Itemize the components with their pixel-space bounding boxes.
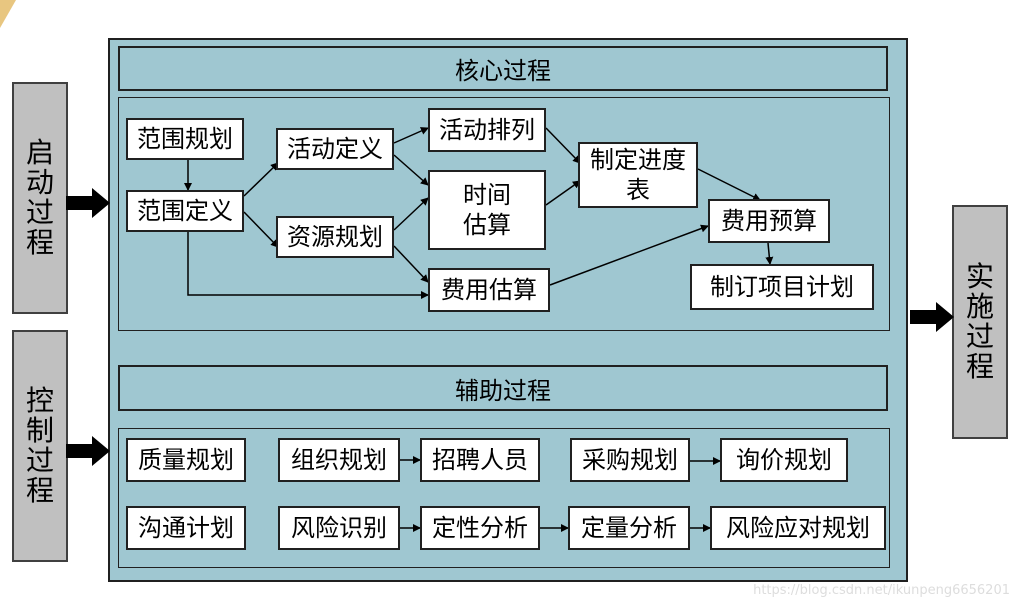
- node-project-plan: 制订项目计划: [690, 264, 874, 310]
- node-activity-sequencing-label: 活动排列: [439, 116, 535, 144]
- execute-process-label: 实施过程: [966, 260, 995, 383]
- arrow-sequencing-to-schedule: [545, 127, 581, 164]
- corner-decoration: [0, 0, 16, 28]
- arrow-scopedef-to-resource: [243, 211, 279, 248]
- node-communication-planning: 沟通计划: [126, 506, 246, 550]
- node-organization-planning-label: 组织规划: [291, 446, 387, 474]
- core-process-title: 核心过程: [455, 57, 551, 85]
- node-procurement-planning: 采购规划: [570, 438, 690, 482]
- arrow-time-to-schedule: [545, 180, 581, 206]
- node-scope-planning: 范围规划: [126, 118, 244, 160]
- arrow-resource-to-time: [393, 197, 429, 231]
- node-resource-planning: 资源规划: [276, 216, 394, 258]
- startup-block-arrow: [66, 188, 110, 218]
- arrow-activitydef-to-time: [393, 154, 429, 186]
- watermark-text: https://blog.csdn.net/ikunpeng6656201: [753, 583, 1010, 598]
- support-process-header: 辅助过程: [118, 365, 888, 411]
- node-quality-planning: 质量规划: [126, 438, 246, 482]
- node-scope-definition: 范围定义: [126, 190, 244, 232]
- node-schedule-line1: 制定进度: [590, 146, 686, 174]
- node-time-estimate-line2: 估算: [463, 211, 511, 239]
- node-time-estimate: 时间 估算: [428, 170, 546, 250]
- node-cost-budgeting: 费用预算: [708, 199, 830, 243]
- node-procurement-planning-label: 采购规划: [582, 446, 678, 474]
- node-scope-planning-label: 范围规划: [137, 125, 233, 153]
- node-project-plan-label: 制订项目计划: [710, 273, 854, 301]
- arrow-scopedef-to-activitydef: [243, 162, 279, 197]
- arrow-activitydef-to-sequencing: [393, 127, 429, 144]
- node-scope-definition-label: 范围定义: [137, 197, 233, 225]
- node-solicitation-planning-label: 询价规划: [736, 446, 832, 474]
- control-process-label: 控制过程: [26, 384, 55, 507]
- node-organization-planning: 组织规划: [278, 438, 400, 482]
- support-process-title: 辅助过程: [455, 376, 551, 405]
- node-qualitative-analysis-label: 定性分析: [432, 514, 528, 542]
- node-activity-sequencing: 活动排列: [428, 108, 546, 152]
- arrow-cost-to-budget: [549, 224, 709, 286]
- execute-process-box: 实施过程: [952, 205, 1008, 439]
- node-quality-planning-label: 质量规划: [138, 446, 234, 474]
- node-activity-definition-label: 活动定义: [287, 135, 383, 163]
- node-resource-planning-label: 资源规划: [287, 223, 383, 251]
- node-qualitative-analysis: 定性分析: [420, 506, 540, 550]
- node-risk-response-planning: 风险应对规划: [710, 506, 886, 550]
- node-staff-acquisition-label: 招聘人员: [432, 446, 528, 474]
- node-time-estimate-line1: 时间: [463, 181, 511, 209]
- control-block-arrow: [66, 436, 110, 466]
- execute-block-arrow: [910, 302, 954, 332]
- node-cost-estimate-label: 费用估算: [441, 276, 537, 304]
- node-schedule-development: 制定进度 表: [578, 142, 698, 208]
- node-communication-planning-label: 沟通计划: [138, 514, 234, 542]
- node-quantitative-analysis: 定量分析: [568, 506, 690, 550]
- arrow-budget-to-plan: [765, 242, 774, 265]
- node-schedule-line2: 表: [626, 176, 650, 204]
- node-cost-budgeting-label: 费用预算: [721, 207, 817, 235]
- core-process-header: 核心过程: [118, 46, 888, 91]
- node-solicitation-planning: 询价规划: [720, 438, 848, 482]
- node-risk-identification-label: 风险识别: [291, 514, 387, 542]
- node-risk-identification: 风险识别: [278, 506, 400, 550]
- node-cost-estimate: 费用估算: [428, 268, 550, 312]
- arrow-scopedef-to-costestimate: [187, 232, 429, 299]
- arrow-schedule-to-budget: [697, 168, 761, 201]
- arrow-resource-to-cost: [393, 245, 429, 283]
- node-risk-response-planning-label: 风险应对规划: [726, 514, 870, 542]
- node-staff-acquisition: 招聘人员: [420, 438, 540, 482]
- startup-process-label: 启动过程: [26, 136, 55, 259]
- node-activity-definition: 活动定义: [276, 128, 394, 170]
- node-quantitative-analysis-label: 定量分析: [581, 514, 677, 542]
